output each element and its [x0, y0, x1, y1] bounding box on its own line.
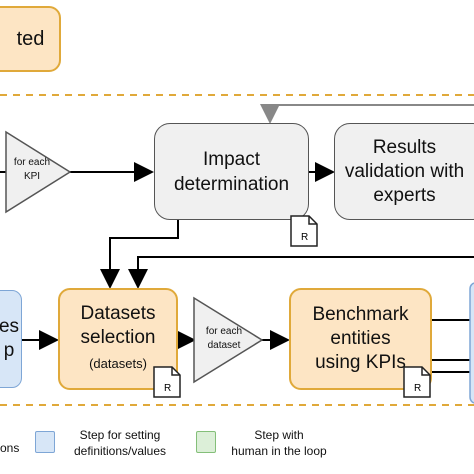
legend-item2-line1: Step for setting — [79, 428, 161, 442]
legend-item3: Step with human in the loop — [224, 427, 334, 459]
doc-letter-1: R — [301, 232, 308, 243]
benchmark-line2: entities — [330, 328, 391, 349]
dataset-loop-triangle — [193, 296, 264, 384]
document-r-icon: R — [290, 215, 318, 247]
arrow-impact-to-datasets — [100, 220, 179, 289]
datasets-selection-box: Datasets selection (datasets) — [58, 288, 178, 390]
benchmark-line3: using KPIs — [315, 352, 406, 373]
datasets-line2: selection — [80, 327, 156, 348]
document-r-icon: R — [403, 366, 431, 398]
top-process-box: ted — [0, 6, 61, 72]
impact-line1: Impact — [202, 148, 261, 170]
legend-item1-label: ons — [0, 441, 20, 455]
doc-letter-2: R — [164, 383, 171, 394]
legend-item3-line2: human in the loop — [231, 444, 327, 458]
right-partial-box — [469, 282, 474, 404]
kpi-loop-triangle — [5, 130, 72, 214]
legend-green-swatch — [196, 431, 216, 453]
left-partial-box: es p — [0, 290, 22, 388]
datasets-line3: (datasets) — [89, 356, 147, 371]
dataset-triangle-label: for each dataset — [196, 325, 252, 353]
results-validation-box: Results validation with experts — [334, 123, 474, 220]
document-r-icon: R — [153, 366, 181, 398]
arrow-benchmark-out-3 — [429, 371, 472, 380]
dataset-triangle-line2: dataset — [207, 340, 241, 351]
doc-letter-3: R — [414, 383, 421, 394]
kpi-triangle-line2: KPI — [23, 171, 41, 182]
feedback-arrow — [260, 104, 474, 124]
impact-determination-box: Impact determination — [154, 123, 309, 220]
kpi-triangle-label: for each KPI — [6, 156, 58, 184]
legend-blue-swatch — [35, 431, 55, 453]
legend-item2-line2: definitions/values — [73, 444, 167, 458]
datasets-line1: Datasets — [80, 303, 156, 324]
results-line1: Results — [372, 136, 437, 158]
legend-item3-line1: Step with — [254, 428, 304, 442]
impact-line2: determination — [173, 173, 290, 195]
left-box-line1: es — [0, 316, 20, 337]
results-line3: experts — [373, 184, 436, 206]
left-box-line2: p — [3, 340, 15, 361]
top-box-label: ted — [16, 27, 45, 50]
arrow-right-to-datasets — [128, 256, 474, 289]
results-line2: validation with — [344, 160, 465, 182]
dataset-triangle-line1: for each — [205, 326, 243, 337]
benchmark-line1: Benchmark — [312, 304, 409, 325]
kpi-triangle-line1: for each — [13, 157, 51, 168]
legend-item2: Step for setting definitions/values — [62, 427, 178, 459]
